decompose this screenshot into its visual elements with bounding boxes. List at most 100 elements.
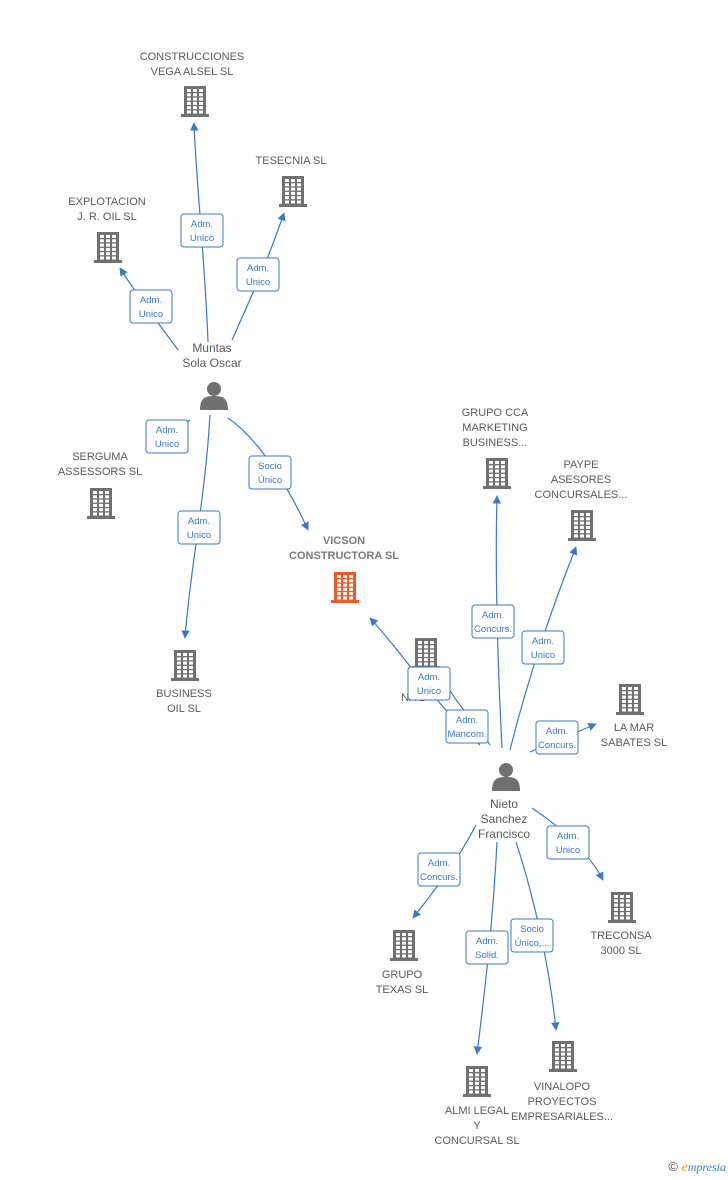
relation-label-muntas-business_oil[interactable]: Adm.Unico (177, 510, 221, 545)
building-window (199, 101, 203, 105)
relation-label-muntas-explotacion[interactable]: Adm.Unico (129, 289, 173, 324)
building-window (337, 592, 341, 596)
building-window (291, 187, 295, 191)
building-icon-la_mar[interactable] (616, 684, 644, 715)
building-window (291, 191, 295, 195)
person-icon-nieto[interactable] (492, 763, 520, 791)
building-window (489, 478, 493, 482)
relation-label-text: Adm. (456, 715, 478, 726)
building-base (608, 920, 636, 923)
building-window (620, 899, 624, 903)
building-window (93, 503, 97, 507)
relation-label-nieto-la_mar[interactable]: Adm.Concurs. (535, 720, 579, 755)
relation-label-nieto-vinalopo[interactable]: SocioÚnico,... (510, 918, 554, 953)
building-window (430, 649, 434, 653)
building-window (297, 191, 301, 195)
node-label-line: J. R. OIL SL (77, 211, 137, 223)
copyright-symbol: © (668, 1159, 678, 1174)
relation-label-text: Concurs. (474, 624, 512, 635)
relation-label-box (407, 666, 451, 701)
building-window (628, 695, 632, 699)
building-window (402, 950, 406, 954)
building-window (112, 247, 116, 251)
building-icon-construcciones[interactable] (181, 86, 209, 117)
building-window (555, 1061, 559, 1065)
building-window (100, 247, 104, 251)
node-label-vinalopo[interactable]: VINALOPOPROYECTOSEMPRESARIALES... (511, 1081, 613, 1123)
building-window (424, 658, 428, 662)
building-icon-paype[interactable] (568, 510, 596, 541)
building-base (390, 958, 418, 961)
relation-label-nieto-grupo_cca[interactable]: Adm. Concurs. (471, 604, 515, 639)
building-icon-business_oil[interactable] (171, 650, 199, 681)
node-label-line: VINALOPO (534, 1081, 591, 1093)
building-base (463, 1094, 491, 1097)
building-icon-explotacion[interactable] (94, 232, 122, 263)
building-window (495, 482, 499, 486)
node-label-line: CONSTRUCTORA SL (289, 550, 399, 562)
building-icon-grupo_cca[interactable] (483, 458, 511, 489)
building-window (481, 1081, 485, 1085)
building-window (614, 899, 618, 903)
building-window (297, 200, 301, 204)
building-window (291, 196, 295, 200)
building-icon-serguma[interactable] (87, 488, 115, 519)
building-window (99, 499, 103, 503)
building-icon-vinalopo[interactable] (549, 1041, 577, 1072)
building-window (291, 179, 295, 182)
node-label-line: BUSINESS... (463, 437, 528, 449)
building-icon-grupo_texas[interactable] (390, 930, 418, 961)
node-label-paype[interactable]: PAYPEASESORESCONCURSALES... (535, 459, 628, 501)
relation-label-nieto-treconsa[interactable]: Adm.Unico (546, 825, 590, 860)
relation-label-nieto-almi[interactable]: Adm.Solid. (465, 930, 509, 965)
building-window (189, 661, 193, 665)
building-window (574, 521, 578, 525)
building-icon-treconsa[interactable] (608, 892, 636, 923)
relation-label-muntas-construcciones[interactable]: Adm.Unico (180, 213, 224, 248)
node-label-line: Sanchez (481, 812, 528, 826)
building-icon-t_naranja[interactable] (412, 638, 440, 669)
relation-label-muntas-serguma[interactable]: Adm.Unico (145, 419, 189, 454)
relation-label-nieto-t_naranja[interactable]: Adm.Mancom. (445, 709, 489, 744)
relation-label-nieto-grupo_texas[interactable]: Adm.Concurs. (417, 852, 461, 887)
relation-label-nieto-paype[interactable]: Adm.Unico (521, 630, 565, 665)
building-window (112, 256, 116, 260)
relation-label-box (180, 213, 224, 248)
edges-layer (119, 122, 604, 1055)
building-window (112, 243, 116, 247)
building-window (580, 534, 584, 538)
relation-label-box (177, 510, 221, 545)
building-icon-vicson[interactable] (331, 572, 359, 603)
building-window (424, 649, 428, 653)
person-icon-muntas[interactable] (200, 382, 228, 410)
building-window (408, 941, 412, 945)
node-label-tesecnia[interactable]: TESECNIA SL (256, 155, 327, 167)
building-window (183, 670, 187, 674)
building-icon-tesecnia[interactable] (279, 176, 307, 207)
relation-label-nieto-vicson[interactable]: Adm.Unico (407, 666, 451, 701)
building-base (181, 114, 209, 117)
building-icon-almi[interactable] (463, 1066, 491, 1097)
building-window (561, 1052, 565, 1056)
node-label-grupo_cca[interactable]: GRUPO CCAMARKETINGBUSINESS... (462, 407, 529, 449)
building-window (408, 950, 412, 954)
empresia-logo[interactable]: empresia (682, 1160, 726, 1175)
building-window (475, 1090, 479, 1094)
building-window (187, 93, 191, 97)
building-base (94, 260, 122, 263)
building-base (331, 600, 359, 603)
relation-label-text: Adm. (482, 610, 504, 621)
relation-label-muntas-tesecnia[interactable]: Adm.Unico (236, 257, 280, 292)
